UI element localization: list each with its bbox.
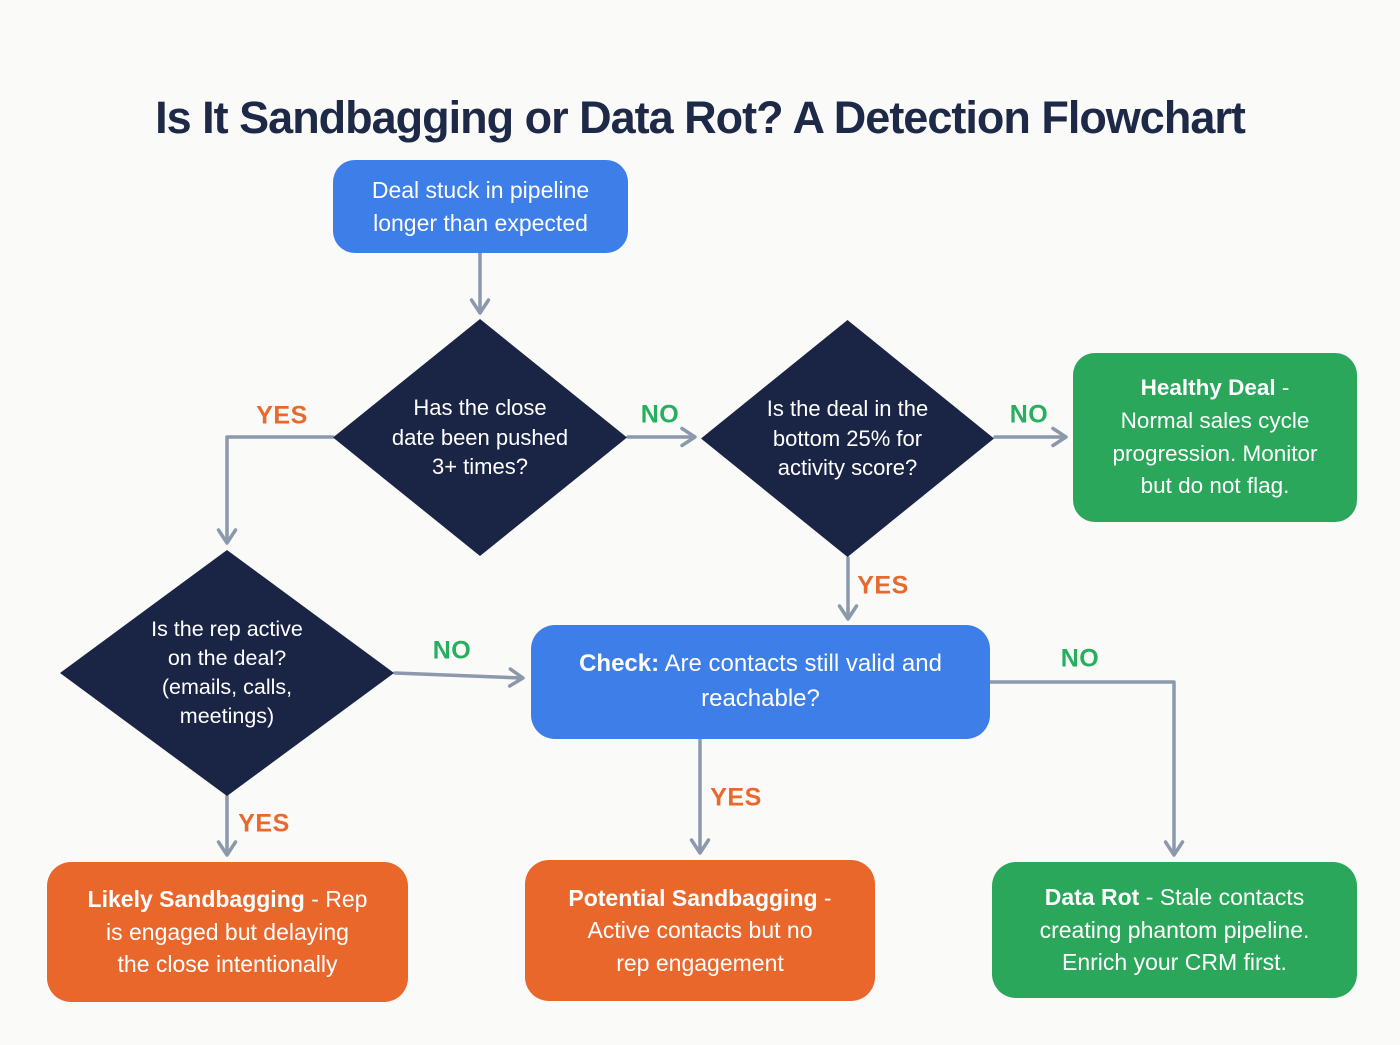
label-yes-d2-down: YES	[238, 809, 290, 838]
arrow-check-no-to-datarot	[988, 680, 1185, 857]
check-contacts-node: Check: Are contacts still valid and reac…	[531, 625, 990, 739]
label-yes-check-down: YES	[710, 783, 762, 812]
label-no-check-right: NO	[1060, 644, 1100, 673]
label-yes-d1-left: YES	[256, 401, 308, 430]
outcome-healthy-deal-text: Healthy Deal - Normal sales cycle progre…	[1112, 375, 1318, 499]
outcome-likely-sandbagging: Likely Sandbagging - Rep is engaged but …	[47, 862, 408, 1002]
start-node-text: Deal stuck in pipeline longer than expec…	[371, 176, 590, 236]
decision-activity-score-text: Is the deal in the bottom 25% for activi…	[766, 396, 929, 481]
outcome-healthy-deal: Healthy Deal - Normal sales cycle progre…	[1073, 353, 1357, 522]
check-contacts-text: Check: Are contacts still valid and reac…	[579, 650, 942, 712]
label-yes-d3-down: YES	[857, 571, 909, 600]
outcome-potential-sandbagging: Potential Sandbagging - Active contacts …	[525, 860, 875, 1001]
outcome-data-rot: Data Rot - Stale contacts creating phant…	[992, 862, 1357, 998]
arrow-d2-no-to-check	[393, 667, 525, 688]
outcome-data-rot-text: Data Rot - Stale contacts creating phant…	[1039, 884, 1310, 976]
label-no-d3-right: NO	[1009, 400, 1049, 429]
outcome-potential-sandbagging-text: Potential Sandbagging - Active contacts …	[568, 884, 832, 976]
label-no-d1-right: NO	[640, 400, 680, 429]
page-title: Is It Sandbagging or Data Rot? A Detecti…	[155, 92, 1246, 144]
decision-close-date-text: Has the close date been pushed 3+ times?	[391, 395, 569, 480]
label-no-d2-right: NO	[432, 636, 472, 665]
arrow-d1-yes-to-d2	[216, 435, 335, 545]
start-node: Deal stuck in pipeline longer than expec…	[333, 160, 628, 253]
decision-rep-active-text: Is the rep active on the deal? (emails, …	[151, 617, 303, 728]
outcome-likely-sandbagging-text: Likely Sandbagging - Rep is engaged but …	[87, 886, 368, 978]
